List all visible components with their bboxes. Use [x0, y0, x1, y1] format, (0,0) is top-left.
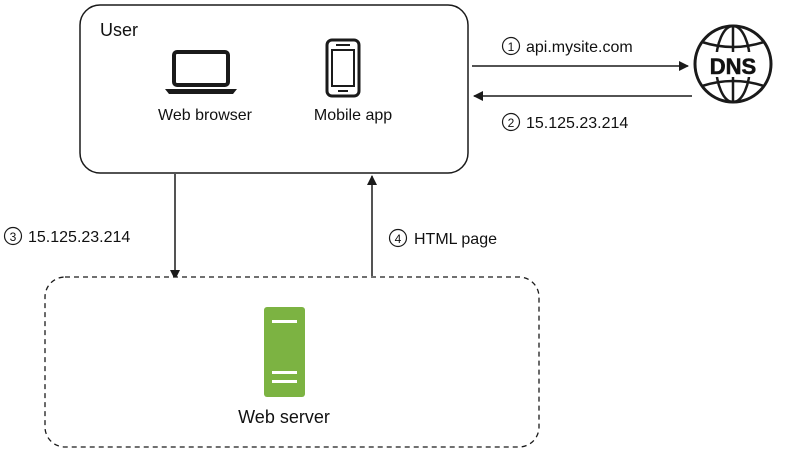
step-2-label: 15.125.23.214	[526, 115, 628, 132]
step-2-number: 2	[508, 116, 515, 130]
step-1-badge: 1	[501, 36, 521, 56]
step-4-label: HTML page	[414, 231, 497, 248]
mobile-phone-icon	[325, 38, 361, 98]
step-4-number: 4	[395, 232, 402, 246]
server-icon	[264, 307, 305, 397]
web-server-label: Web server	[238, 407, 330, 427]
mobile-app-label: Mobile app	[314, 107, 392, 124]
user-box-border	[79, 4, 469, 174]
dns-label-background	[704, 52, 762, 77]
step-2-badge: 2	[501, 112, 521, 132]
step-4-badge: 4	[388, 228, 408, 248]
web-browser-label: Web browser	[158, 107, 253, 124]
step-3-badge: 3	[3, 226, 23, 246]
step-1-number: 1	[508, 40, 515, 54]
user-box: User Web browser Mobile app	[79, 4, 469, 174]
step-3-label: 15.125.23.214	[28, 229, 130, 246]
dns-node: DNS	[693, 24, 773, 104]
dns-label: DNS	[710, 54, 756, 79]
step-3-number: 3	[10, 230, 17, 244]
web-server-box: Web server	[44, 276, 540, 448]
laptop-icon	[165, 50, 237, 94]
user-box-title: User	[100, 20, 138, 40]
step-1-label: api.mysite.com	[526, 39, 633, 56]
